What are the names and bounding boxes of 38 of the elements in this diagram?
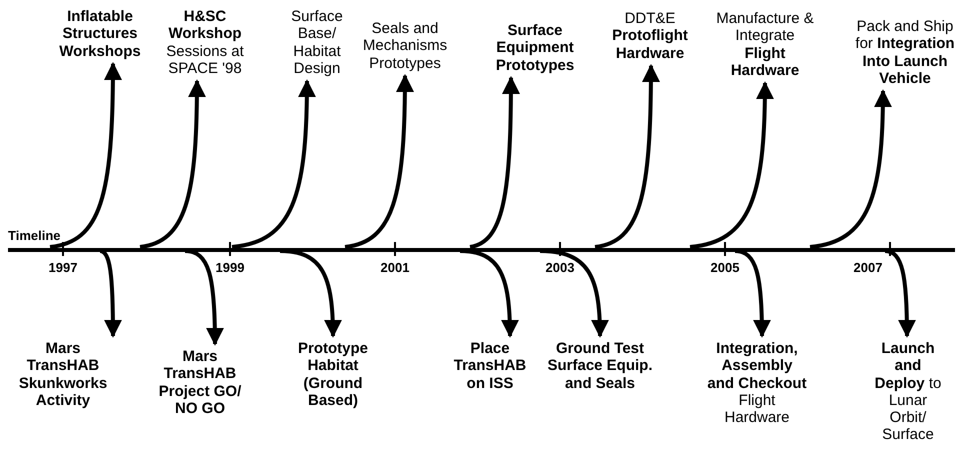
curved-arrow <box>884 249 916 338</box>
milestone-text: Surface Equipment Prototypes <box>494 22 576 74</box>
year-label: 1999 <box>216 260 244 275</box>
curved-arrow <box>100 249 122 338</box>
milestone-text: H&SC Workshop Sessions at SPACE '98 <box>165 8 245 77</box>
curved-arrow <box>460 249 519 338</box>
curved-arrow <box>594 64 660 249</box>
curved-arrow <box>232 79 316 249</box>
milestone-text: Prototype Habitat (Ground Based) <box>296 340 369 409</box>
year-label: 1997 <box>48 260 78 275</box>
milestone-text: Inflatable Structures Workshops <box>58 8 142 60</box>
year-label: 2003 <box>546 260 574 275</box>
curved-arrow <box>50 62 122 249</box>
axis-title: Timeline <box>8 228 61 243</box>
milestone-text: Manufacture & Integrate Flight Hardware <box>715 10 815 79</box>
milestone-text: Mars TransHAB Skunkworks Activity <box>18 340 108 409</box>
year-label: 2001 <box>380 260 410 275</box>
curved-arrow <box>810 89 892 249</box>
curved-arrow <box>280 249 342 338</box>
curved-arrow <box>140 79 206 249</box>
curved-arrow <box>344 74 414 249</box>
milestone-text: Launch and Deploy to Lunar Orbit/ Surface <box>874 340 942 444</box>
milestone-text: Place TransHAB on ISS <box>452 340 528 392</box>
milestone-text: Integration, Assembly and Checkout Flight Hardware <box>707 340 807 426</box>
milestone-text: Pack and Ship for Integration Into Launch Vehicle <box>855 18 955 87</box>
curved-arrow <box>690 81 774 249</box>
curved-arrow <box>469 76 520 249</box>
timeline-axis <box>8 228 955 252</box>
milestone-text: Ground Test Surface Equip. and Seals <box>546 340 654 392</box>
milestone-text: Seals and Mechanisms Prototypes <box>362 20 448 72</box>
milestone-text: DDT&E Protoflight Hardware <box>611 10 689 62</box>
curved-arrow <box>540 249 609 338</box>
milestone-text: Surface Base/ Habitat Design <box>290 8 344 77</box>
curved-arrow <box>734 249 771 338</box>
year-label: 2005 <box>710 260 740 275</box>
curved-arrow <box>184 249 224 346</box>
milestone-text: Mars TransHAB Project GO/ NO GO <box>158 348 242 417</box>
year-label: 2007 <box>854 260 882 275</box>
